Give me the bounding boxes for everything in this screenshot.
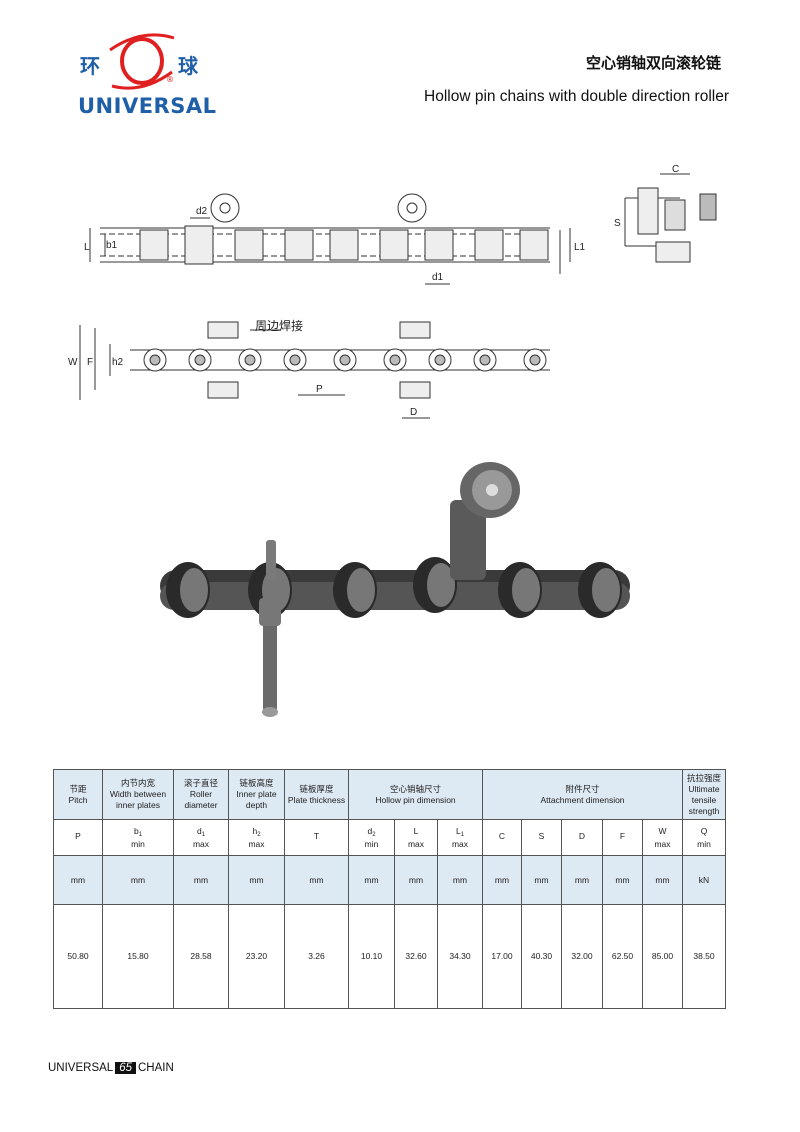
unit-cell: mm bbox=[561, 855, 603, 905]
label-d1: d1 bbox=[432, 272, 444, 283]
label-F: F bbox=[87, 357, 93, 368]
footer-brand: UNIVERSAL bbox=[48, 1062, 114, 1074]
label-D: D bbox=[410, 407, 417, 418]
roller-attachment bbox=[450, 462, 520, 580]
logo-cn-left: 环 bbox=[80, 54, 100, 78]
value-cell: 85.00 bbox=[642, 904, 683, 1009]
value-cell: 34.30 bbox=[437, 904, 483, 1009]
value-cell: 32.00 bbox=[561, 904, 603, 1009]
value-cell: 28.58 bbox=[173, 904, 229, 1009]
unit-cell: kN bbox=[682, 855, 726, 905]
page-title-en: Hollow pin chains with double direction … bbox=[424, 88, 729, 105]
product-photo bbox=[160, 462, 630, 717]
label-d2: d2 bbox=[196, 206, 208, 217]
label-S: S bbox=[614, 218, 621, 229]
symbol-cell: S bbox=[521, 819, 562, 856]
footer-chain: CHAIN bbox=[137, 1062, 174, 1074]
attachment-side-view bbox=[624, 173, 717, 263]
technical-drawing: d2 L b1 L1 d1 C S bbox=[68, 164, 717, 419]
unit-cell: mm bbox=[173, 855, 229, 905]
value-cell: 17.00 bbox=[482, 904, 522, 1009]
value-cell: 32.60 bbox=[394, 904, 438, 1009]
unit-cell: mm bbox=[348, 855, 395, 905]
svg-text:®: ® bbox=[166, 75, 174, 84]
hollow-pin-shaft bbox=[259, 540, 281, 717]
label-P: P bbox=[316, 384, 323, 395]
value-cell: 62.50 bbox=[602, 904, 643, 1009]
value-cell: 3.26 bbox=[284, 904, 349, 1009]
symbol-cell: D bbox=[561, 819, 603, 856]
unit-cell: mm bbox=[482, 855, 522, 905]
label-b1: b1 bbox=[106, 240, 118, 251]
page-title-cn: 空心销轴双向滚轮链 bbox=[585, 54, 721, 72]
value-cell: 10.10 bbox=[348, 904, 395, 1009]
symbol-cell: T bbox=[284, 819, 349, 856]
label-h2: h2 bbox=[112, 357, 124, 368]
value-cell: 15.80 bbox=[102, 904, 174, 1009]
symbol-cell: C bbox=[482, 819, 522, 856]
unit-cell: mm bbox=[53, 855, 103, 905]
chain-top-view bbox=[89, 193, 571, 285]
label-C: C bbox=[672, 164, 679, 175]
chain-links bbox=[160, 557, 630, 618]
value-cell: 40.30 bbox=[521, 904, 562, 1009]
value-cell: 50.80 bbox=[53, 904, 103, 1009]
value-cell: 38.50 bbox=[682, 904, 726, 1009]
symbol-cell: P bbox=[53, 819, 103, 856]
symbol-cell: F bbox=[602, 819, 643, 856]
label-W: W bbox=[68, 357, 78, 368]
brand-logo: ® 环 球 UNIVERSAL bbox=[72, 28, 216, 123]
logo-brand: UNIVERSAL bbox=[78, 94, 217, 118]
unit-cell: mm bbox=[437, 855, 483, 905]
unit-cell: mm bbox=[521, 855, 562, 905]
label-L1: L1 bbox=[574, 242, 586, 253]
page-number: 65 bbox=[115, 1062, 136, 1074]
logo-cn-right: 球 bbox=[178, 54, 198, 78]
chain-front-view bbox=[79, 321, 550, 419]
unit-cell: mm bbox=[602, 855, 643, 905]
unit-cell: mm bbox=[228, 855, 285, 905]
unit-cell: mm bbox=[642, 855, 683, 905]
unit-cell: mm bbox=[284, 855, 349, 905]
value-cell: 23.20 bbox=[228, 904, 285, 1009]
label-weld: 周边焊接 bbox=[255, 318, 303, 333]
unit-cell: mm bbox=[394, 855, 438, 905]
unit-cell: mm bbox=[102, 855, 174, 905]
globe-logo-icon: ® bbox=[109, 33, 175, 90]
top-view-labels: d2 L b1 L1 d1 bbox=[84, 206, 586, 283]
label-L: L bbox=[84, 242, 90, 253]
